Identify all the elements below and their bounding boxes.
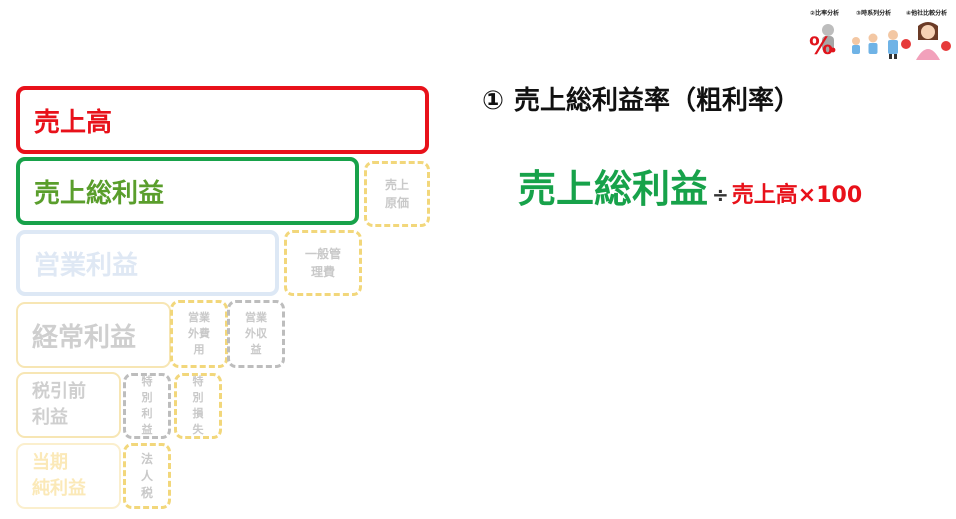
non-operating-income-box: 営業 外収 益 <box>227 300 285 368</box>
section-heading: ① 売上総利益率（粗利率） <box>482 80 800 117</box>
sales-box: 売上高 <box>16 86 429 154</box>
svg-text:%: % <box>809 32 833 60</box>
gross-margin-formula: 売上総利益 ÷ 売上高 ×100 <box>518 158 862 213</box>
cost-of-sales-box: 売上 原価 <box>364 161 430 227</box>
tab-ratio-analysis[interactable]: ②比率分析 <box>810 8 839 17</box>
comparison-woman-icon <box>901 22 951 60</box>
sga-box: 一般管 理費 <box>284 230 362 296</box>
pretax-profit-label: 税引前 利益 <box>32 379 86 431</box>
formula-denominator: 売上高 <box>732 177 798 209</box>
pretax-profit-box: 税引前 利益 <box>16 372 121 438</box>
percent-figure-icon: % <box>809 24 835 60</box>
net-profit-box: 当期 純利益 <box>16 443 121 509</box>
net-profit-label: 当期 純利益 <box>32 450 86 502</box>
special-gain-box: 特 別 利 益 <box>123 373 171 439</box>
tab-competitor-comparison[interactable]: ④他社比較分析 <box>906 8 947 17</box>
gross-profit-box: 売上総利益 <box>16 157 359 225</box>
operating-profit-label: 営業利益 <box>34 245 138 282</box>
operating-profit-box: 営業利益 <box>16 230 279 296</box>
formula-multiplier: ×100 <box>798 183 862 208</box>
corporate-tax-box: 法 人 税 <box>123 443 171 509</box>
formula-numerator: 売上総利益 <box>518 158 708 213</box>
sales-label: 売上高 <box>34 102 112 139</box>
non-operating-expenses-box: 営業 外費 用 <box>170 300 228 368</box>
gross-profit-label: 売上総利益 <box>34 173 164 210</box>
analysis-illustration: % <box>806 18 954 60</box>
section-title: 売上総利益率（粗利率） <box>514 86 800 116</box>
formula-divide-sign: ÷ <box>712 183 729 207</box>
ordinary-profit-box: 経常利益 <box>16 302 171 368</box>
growing-people-icon <box>852 30 898 59</box>
special-loss-box: 特 別 損 失 <box>174 373 222 439</box>
tab-time-series-analysis[interactable]: ③時系列分析 <box>856 8 891 17</box>
ordinary-profit-label: 経常利益 <box>32 317 136 354</box>
section-number: ① <box>482 86 504 116</box>
